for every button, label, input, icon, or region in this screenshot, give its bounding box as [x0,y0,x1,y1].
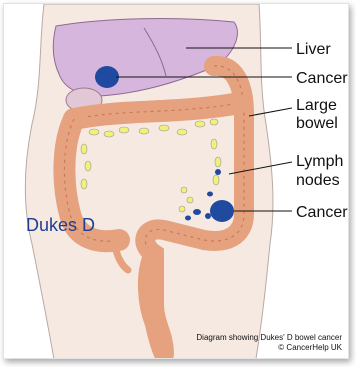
label-lymph-line1: Lymph [296,153,343,170]
bowel-tumour [210,200,234,222]
liver-tumour [95,66,119,88]
label-cancer-bowel: Cancer [296,204,348,221]
caption-line2: © CancerHelp UK [278,343,342,352]
label-lymph-line2: nodes [296,172,340,189]
overlay-title: Dukes D [26,215,95,235]
bowel-cancer-diagram: Liver Cancer Large bowel Lymph nodes Can… [4,4,349,359]
caption-line1: Diagram showing Dukes' D bowel cancer [196,333,342,342]
diagram-frame: Liver Cancer Large bowel Lymph nodes Can… [3,3,349,359]
label-large-bowel-line2: bowel [296,115,338,132]
transverse-colon [74,104,234,119]
label-large-bowel-line1: Large [296,97,337,114]
label-liver: Liver [296,41,331,58]
label-cancer-liver: Cancer [296,70,348,87]
